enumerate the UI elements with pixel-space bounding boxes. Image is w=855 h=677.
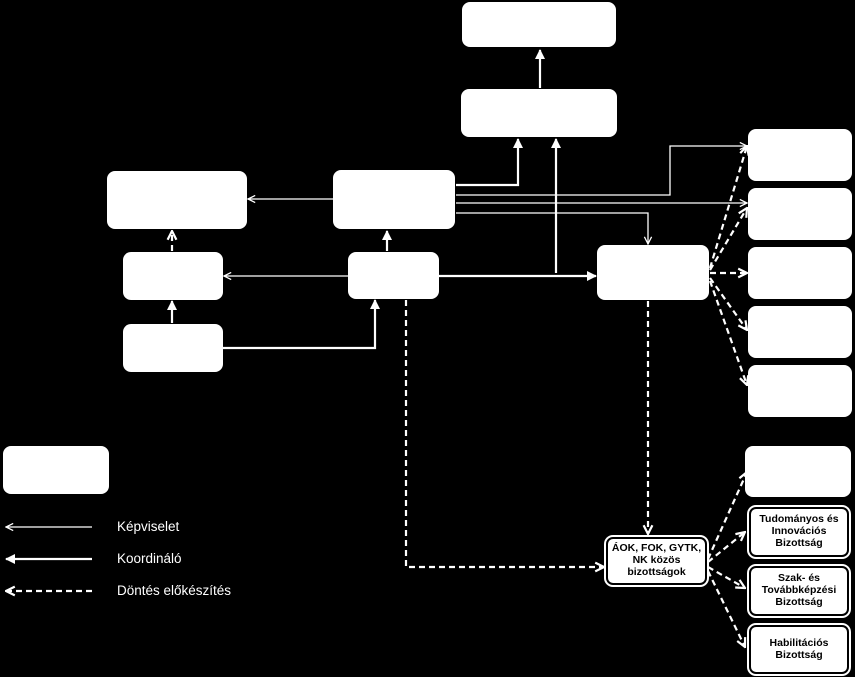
arrow-hub-to-right4	[709, 277, 747, 330]
arrow-center-to-right1	[456, 146, 747, 196]
training-committee-label: Szak- és Továbbképzési Bizottság	[761, 572, 837, 608]
joint-committees-box: ÁOK, FOK, GYTK, NK közös bizottságok	[606, 537, 707, 585]
left-large-box	[107, 171, 247, 229]
arrow-joint-to-research	[707, 532, 745, 563]
arrow-center-to-upper	[456, 138, 523, 187]
right-box-5	[748, 365, 852, 417]
arrow-joint-to-habilitation	[707, 570, 745, 647]
right-box-6	[745, 446, 851, 497]
arrow-joint-to-right6	[706, 472, 747, 560]
left-bottom-box	[123, 324, 223, 372]
research-committee-box: Tudományos és Innovációs Bizottság	[749, 507, 849, 557]
legend-label-coordinating: Koordináló	[117, 551, 182, 566]
training-committee-box: Szak- és Továbbképzési Bizottság	[749, 566, 849, 616]
right-box-1	[748, 129, 852, 181]
legend-label-representation: Képviselet	[117, 519, 180, 534]
upper-box	[461, 89, 617, 137]
center-box	[333, 170, 455, 229]
legend-label-decision-prep: Döntés előkészítés	[117, 583, 232, 598]
arrow-hub-to-right2	[709, 208, 747, 271]
hub-box	[597, 245, 709, 300]
left-mid-box	[123, 252, 223, 300]
arrow-centermid-to-joint	[404, 300, 604, 567]
legend-box	[3, 446, 109, 494]
arrow-hub-to-right1	[708, 146, 747, 269]
arrow-joint-to-training	[707, 566, 745, 588]
arrow-center-to-hub	[456, 212, 648, 244]
right-box-4	[748, 306, 852, 358]
right-box-3	[748, 247, 852, 299]
arrow-hub-to-right5	[708, 280, 747, 385]
habilitation-committee-box: Habilitációs Bizottság	[749, 625, 849, 674]
arrow-leftbottom-to-centermid	[223, 299, 380, 350]
joint-committees-label: ÁOK, FOK, GYTK, NK közös bizottságok	[611, 542, 702, 578]
center-mid-box	[348, 252, 439, 299]
right-box-2	[748, 188, 852, 240]
top-box	[462, 2, 616, 47]
habilitation-committee-label: Habilitációs Bizottság	[769, 636, 829, 661]
research-committee-label: Tudományos és Innovációs Bizottság	[759, 513, 839, 549]
